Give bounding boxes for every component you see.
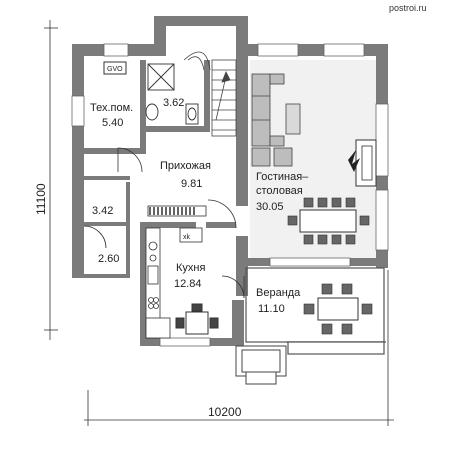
sofa [251, 73, 285, 147]
dimension-lines [44, 20, 394, 426]
boiler-label: GVO [107, 66, 123, 73]
kitchen-dining-set [175, 303, 219, 335]
veranda-outline [245, 267, 386, 355]
room-labels: Тех.пом. 5.40 3.62 Прихожая 9.81 Гостина… [90, 97, 309, 315]
height-dimension: 11100 [34, 183, 48, 215]
veranda-dining-set [303, 283, 373, 335]
room-area-living: 30.05 [256, 201, 284, 213]
room-name-living-line2: столовая [256, 185, 303, 197]
kitchen-counter: xk [145, 227, 203, 339]
room-area-tech: 5.40 [102, 117, 123, 129]
room-area-hall: 9.81 [181, 178, 202, 190]
fridge-label: xk [183, 234, 191, 241]
room-area-kitchen: 12.84 [174, 278, 202, 290]
boiler: GVO [103, 61, 127, 75]
floor-fills [84, 42, 386, 344]
room-name-hall: Прихожая [160, 160, 211, 172]
room-name-veranda: Веранда [256, 287, 301, 299]
porch-steps [235, 345, 287, 385]
hall-wardrobe [147, 205, 207, 217]
living-dining-table [287, 197, 370, 245]
coffee-table [285, 103, 301, 135]
windows [71, 43, 389, 347]
room-area-veranda: 11.10 [258, 303, 285, 315]
room-name-tech: Тех.пом. [90, 102, 133, 114]
staircase [183, 51, 237, 137]
room-name-kitchen: Кухня [176, 262, 205, 274]
room-area-342: 3.42 [92, 205, 113, 217]
room-area-260: 2.60 [98, 253, 119, 265]
wc-fixtures [145, 63, 199, 125]
doors [83, 147, 245, 299]
width-dimension: 10200 [208, 405, 242, 419]
room-name-living: Гостиная– [256, 171, 309, 183]
watermark: postroi.ru [389, 3, 427, 13]
room-area-wc: 3.62 [163, 97, 184, 109]
armchairs [251, 147, 293, 167]
fireplace [348, 139, 377, 187]
